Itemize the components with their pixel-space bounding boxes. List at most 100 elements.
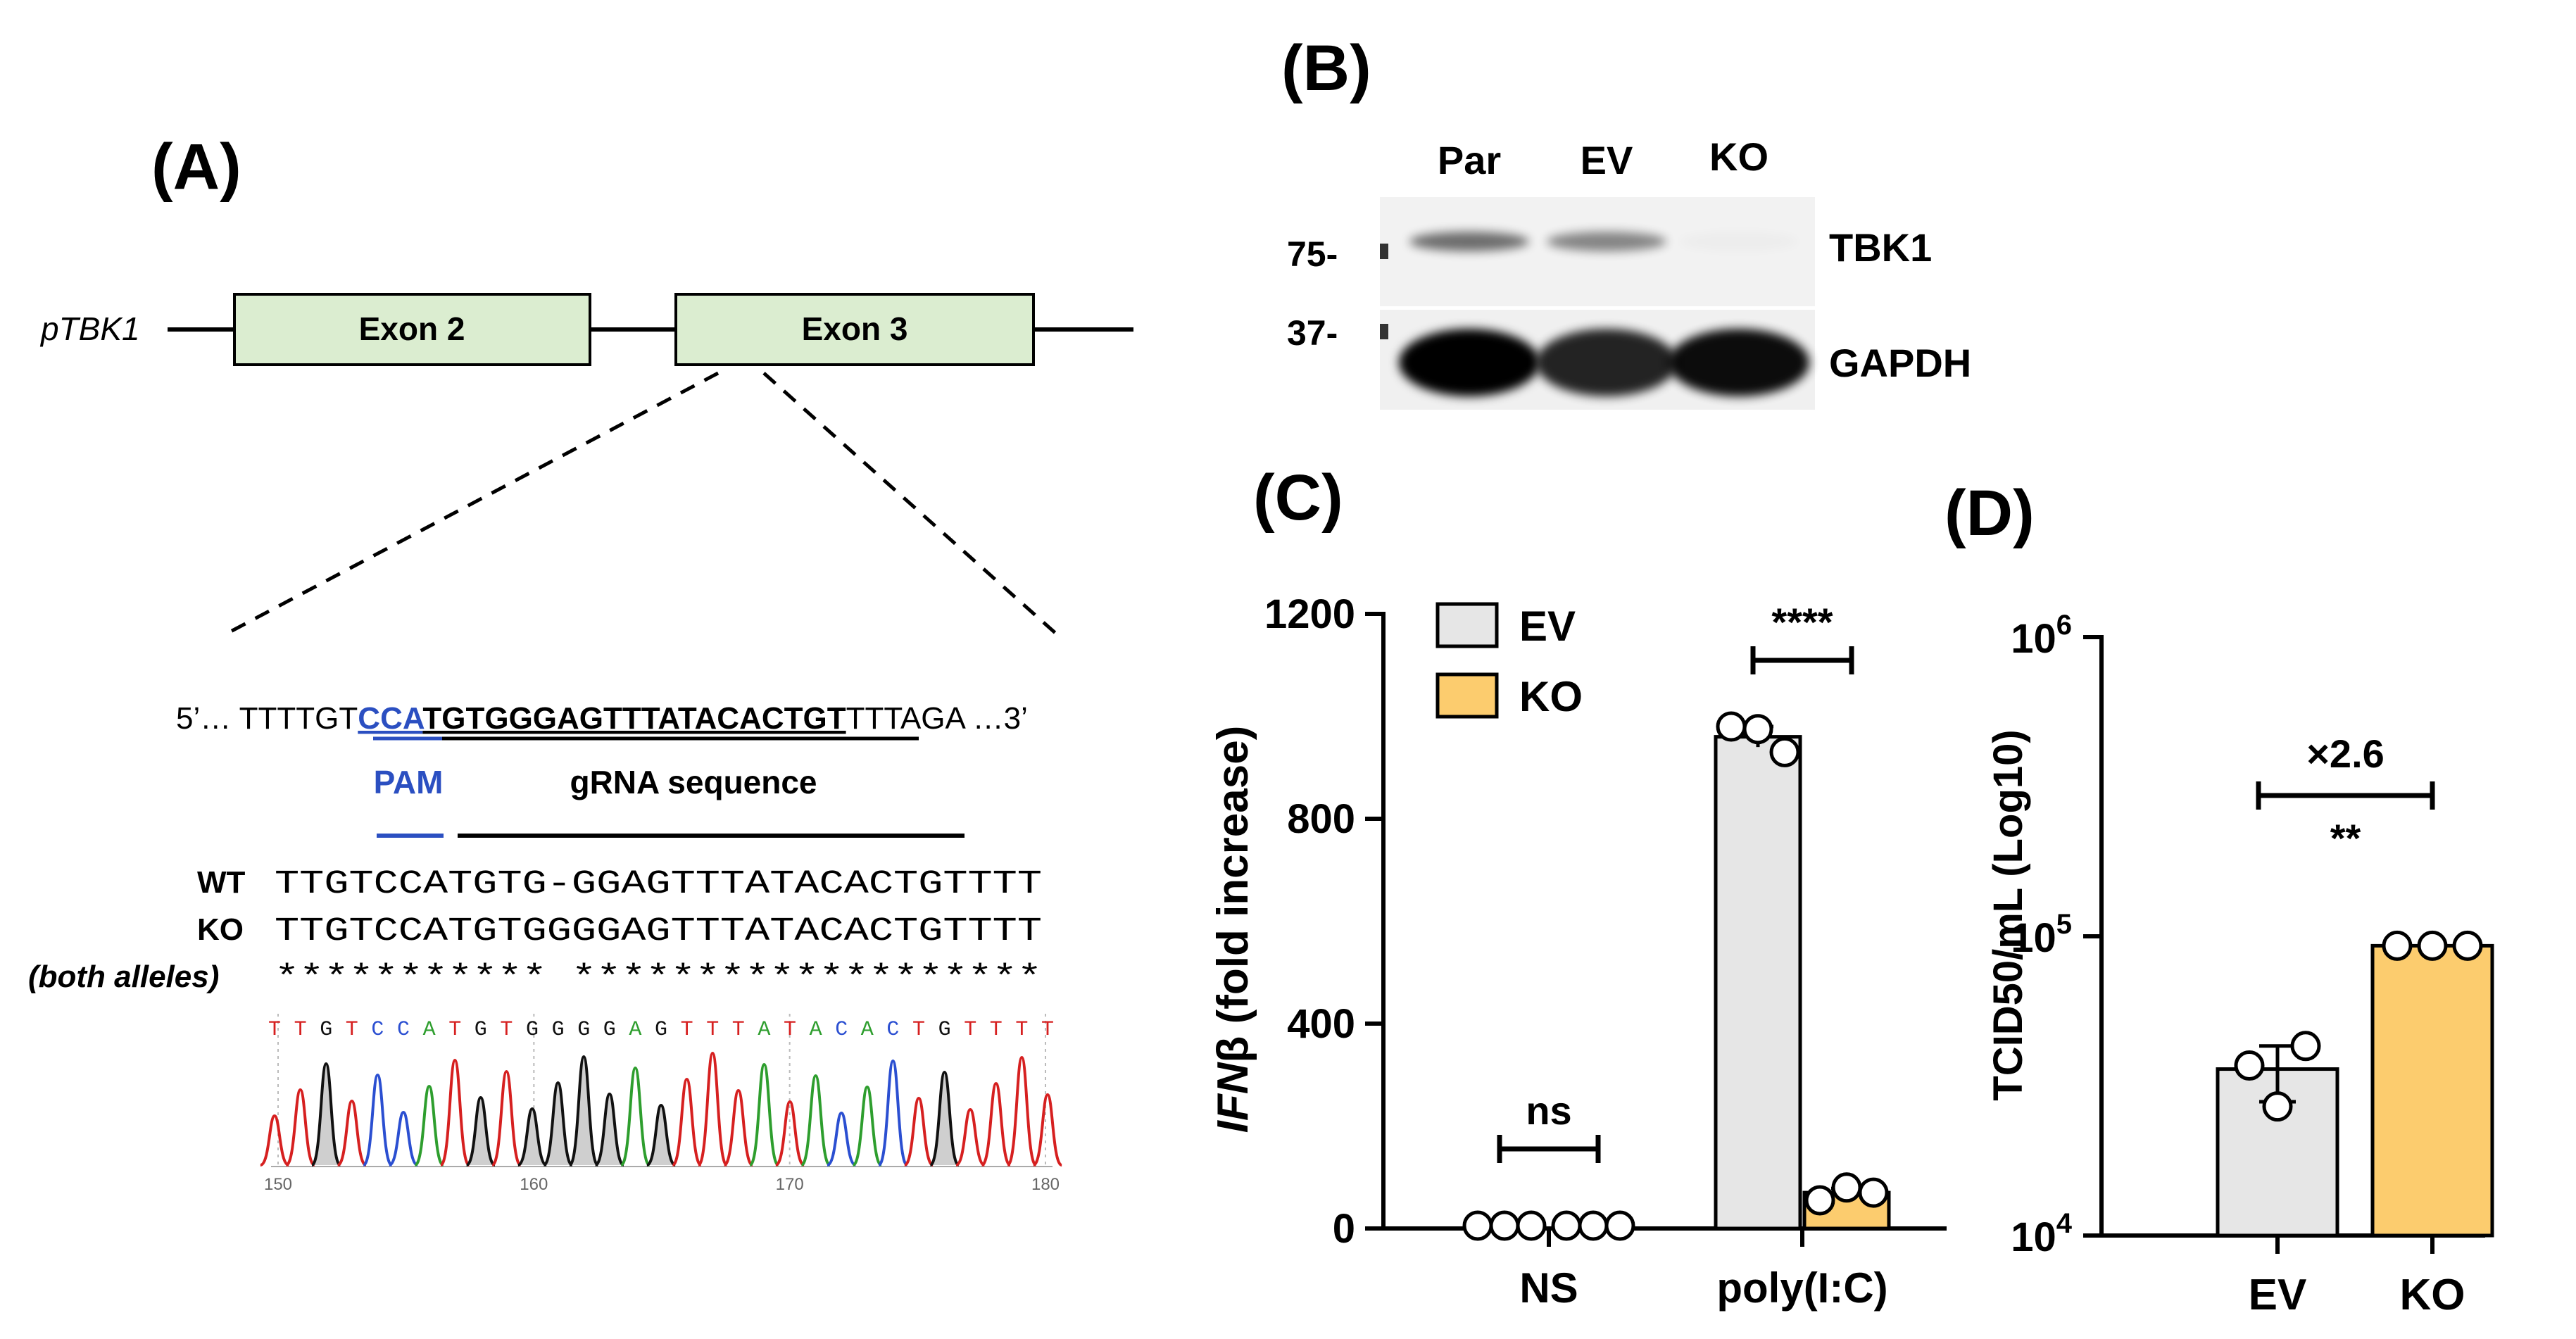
lane-label-ko: KO: [1709, 134, 1768, 179]
trace-base: C: [835, 1018, 848, 1042]
tbk1-band: [1679, 232, 1799, 251]
chart-c-ytick-label: 800: [1287, 796, 1355, 842]
trace-peak: [388, 1110, 419, 1167]
trace-tick-label: 170: [776, 1175, 804, 1194]
trace-base: T: [706, 1018, 719, 1042]
ko-sequence: TTGTCCATGTGGGGAGTTTATACACTGTTTT: [275, 913, 1042, 950]
trace-base: A: [629, 1018, 641, 1042]
trace-peak: [362, 1073, 394, 1167]
trace-base: G: [320, 1018, 332, 1042]
trace-base: T: [346, 1018, 358, 1042]
trace-base: A: [758, 1018, 770, 1042]
trace-peak: [1032, 1093, 1063, 1167]
trace-base: A: [861, 1018, 874, 1042]
chart-d-point: [2234, 1050, 2265, 1081]
trace-peak: [517, 1107, 548, 1167]
tbk1-blot: [1380, 197, 1815, 306]
trace-peak: [723, 1088, 754, 1167]
chart-c-point: [1462, 1210, 1493, 1241]
legend-label-ev: EV: [1519, 603, 1576, 650]
ladder-mark-37: [1380, 324, 1388, 339]
chart-c-point: [1604, 1210, 1635, 1241]
wt-label: WT: [197, 865, 246, 900]
chart-d-bar: [2370, 943, 2494, 1238]
band-label-tbk1: TBK1: [1829, 225, 1932, 270]
chart-c-point: [1742, 714, 1773, 745]
trace-tick-label: 150: [264, 1175, 292, 1194]
chart-c-sig-label: ****: [1771, 600, 1833, 644]
legend-label-ko: KO: [1519, 673, 1583, 720]
trace-base: G: [577, 1018, 590, 1042]
trace-peak: [310, 1062, 342, 1167]
marker-37: 37-: [1287, 313, 1338, 353]
exon-3-label: Exon 3: [802, 310, 908, 347]
chart-c-point: [1516, 1210, 1547, 1241]
ko-label: KO: [197, 912, 244, 947]
gapdh-band: [1536, 329, 1677, 396]
chart-d-point: [2382, 930, 2413, 961]
trace-base: T: [268, 1018, 281, 1042]
trace-tick-label: 160: [520, 1175, 548, 1194]
chart-c-ytick-label: 1200: [1264, 591, 1355, 637]
trace-peak: [491, 1069, 522, 1167]
band-label-gapdh: GAPDH: [1829, 341, 1971, 385]
panel-c-label: (C): [1253, 462, 1343, 534]
chart-c-ytick-label: 400: [1287, 1001, 1355, 1047]
trace-peak: [414, 1084, 444, 1167]
tbk1-band: [1547, 232, 1666, 251]
exon-2-box: [233, 293, 591, 366]
chart-c-sig-label: ns: [1526, 1088, 1571, 1133]
trace-base: G: [655, 1018, 667, 1042]
trace-base: T: [1015, 1018, 1028, 1042]
chart-d-ytick-label: 105: [2011, 909, 2072, 961]
chart-d-sig-label: **: [2330, 816, 2361, 860]
trace-base: C: [397, 1018, 410, 1042]
panel-d-label: (D): [1944, 477, 2035, 549]
panel-b: (B) Par EV KO 75- 37- TBK1 GAPDH: [1281, 32, 1971, 410]
trace-peak: [594, 1092, 625, 1167]
pam-label: PAM: [374, 764, 444, 800]
trace-base: T: [294, 1018, 307, 1042]
trace-peak: [646, 1103, 677, 1167]
trace-peak: [748, 1062, 780, 1167]
trace-peak: [465, 1095, 496, 1167]
trace-peak: [285, 1088, 315, 1167]
chart-d-point: [2417, 930, 2448, 961]
gene-label: pTBK1: [39, 310, 140, 347]
chart-c-point: [1716, 711, 1747, 742]
trace-base: T: [912, 1018, 925, 1042]
trace-base: T: [500, 1018, 513, 1042]
chart-d-fold-label: ×2.6: [2306, 731, 2385, 776]
trace-peak: [439, 1058, 471, 1167]
trace-tick-label: 180: [1031, 1175, 1060, 1194]
chart-c-category-label: NS: [1519, 1264, 1578, 1312]
chart-c-point: [1551, 1210, 1582, 1241]
chart-c-point: [1858, 1177, 1889, 1208]
legend-swatch-ko: [1435, 672, 1499, 719]
trace-peak: [259, 1114, 290, 1167]
lane-label-ev: EV: [1581, 138, 1633, 182]
chart-c-point: [1804, 1185, 1835, 1216]
trace-peak: [827, 1111, 857, 1167]
chart-c-bar: [1714, 735, 1802, 1231]
panel-b-label: (B): [1281, 32, 1371, 104]
trace-peak: [542, 1081, 574, 1167]
chart-d-point: [2452, 930, 2483, 961]
trace-base: T: [681, 1018, 693, 1042]
target-sequence: 5’… TTTTGTCCATGTGGGAGTTTATACACTGTTTTAGA …: [176, 701, 1028, 736]
chart-d-point: [2262, 1091, 2293, 1122]
zoom-line-left: [225, 371, 720, 636]
trace-peak: [929, 1070, 960, 1167]
panel-a-label: (A): [151, 131, 241, 203]
trace-peak: [774, 1100, 805, 1167]
trace-peak: [980, 1081, 1012, 1167]
chart-c-point: [1489, 1210, 1520, 1241]
both-alleles-label: (both alleles): [28, 960, 219, 994]
gapdh-band: [1399, 329, 1540, 396]
lane-label-par: Par: [1438, 138, 1501, 182]
trace-base: G: [552, 1018, 565, 1042]
chart-d-ytick-label: 106: [2011, 610, 2072, 662]
trace-peak: [1006, 1055, 1038, 1167]
